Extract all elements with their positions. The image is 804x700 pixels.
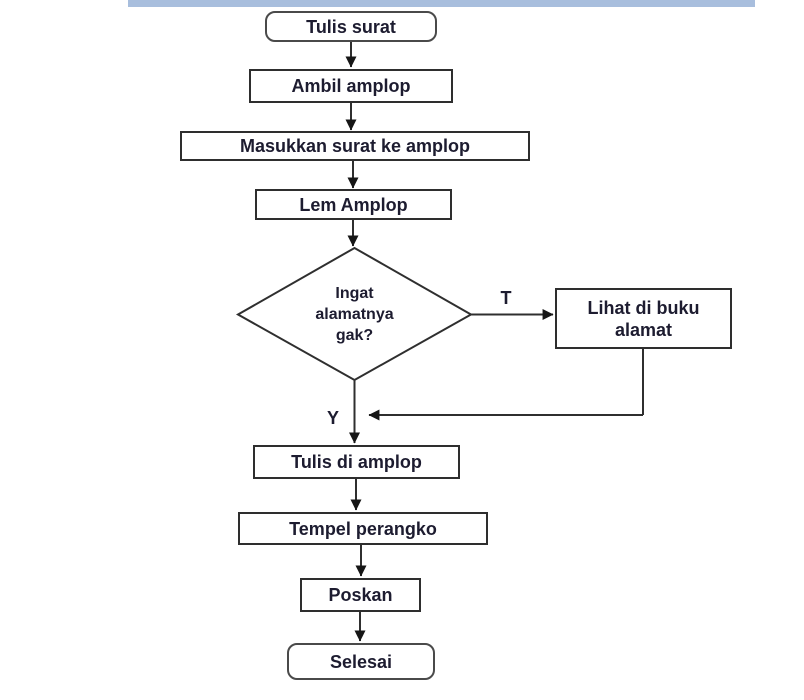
node-label: Masukkan surat ke amplop [239,136,471,156]
node-label: Ingat alamatnya gak? [315,284,394,344]
node-label: Tulis di amplop [291,452,422,472]
node-label: Tulis surat [306,16,396,37]
node-label: Poskan [328,585,393,605]
flow-node-tulis-di-amplop: Tulis di amplop [253,445,460,479]
flow-node-lihat-buku-alamat: Lihat di buku alamat [555,288,732,349]
top-accent-bar [128,0,755,7]
flow-node-tulis-surat: Tulis surat [265,11,437,42]
flow-node-lem-amplop: Lem Amplop [255,189,452,220]
node-label: Lem Amplop [299,194,408,215]
node-label: Ambil amplop [291,76,411,96]
flow-node-poskan: Poskan [300,578,421,612]
branch-label-true: T [500,288,512,308]
flow-node-masukkan-surat: Masukkan surat ke amplop [180,131,530,161]
node-label: Lihat di buku alamat [587,297,700,340]
flow-node-ambil-amplop: Ambil amplop [249,69,453,103]
flow-node-selesai: Selesai [287,643,435,680]
node-label: Selesai [329,651,393,672]
flow-node-decision-text: Ingat alamatnya gak? [300,281,409,347]
flow-node-tempel-perangko: Tempel perangko [238,512,488,545]
node-label: Tempel perangko [289,518,437,539]
branch-label-yes: Y [326,408,339,428]
